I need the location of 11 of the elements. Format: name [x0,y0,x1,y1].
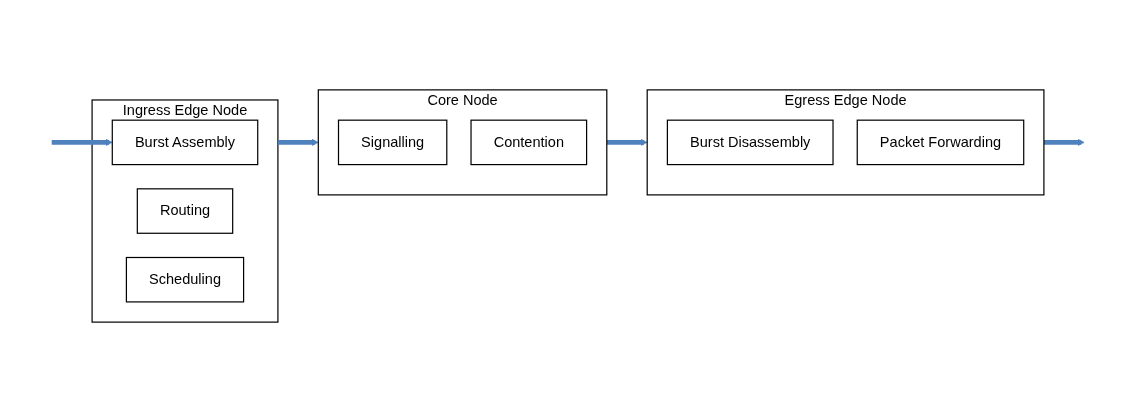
arrow [1043,138,1085,146]
node-box: Signalling [337,119,448,166]
node-box: Scheduling [125,256,245,303]
node-box: Routing [136,188,234,234]
arrow [606,138,648,146]
node-box: Packet Forwarding [856,119,1025,166]
arrow [277,138,319,146]
node-box: Burst Disassembly [666,119,834,166]
node-box: Burst Assembly [111,119,259,166]
node-box: Contention [470,119,588,166]
arrow [51,138,113,146]
